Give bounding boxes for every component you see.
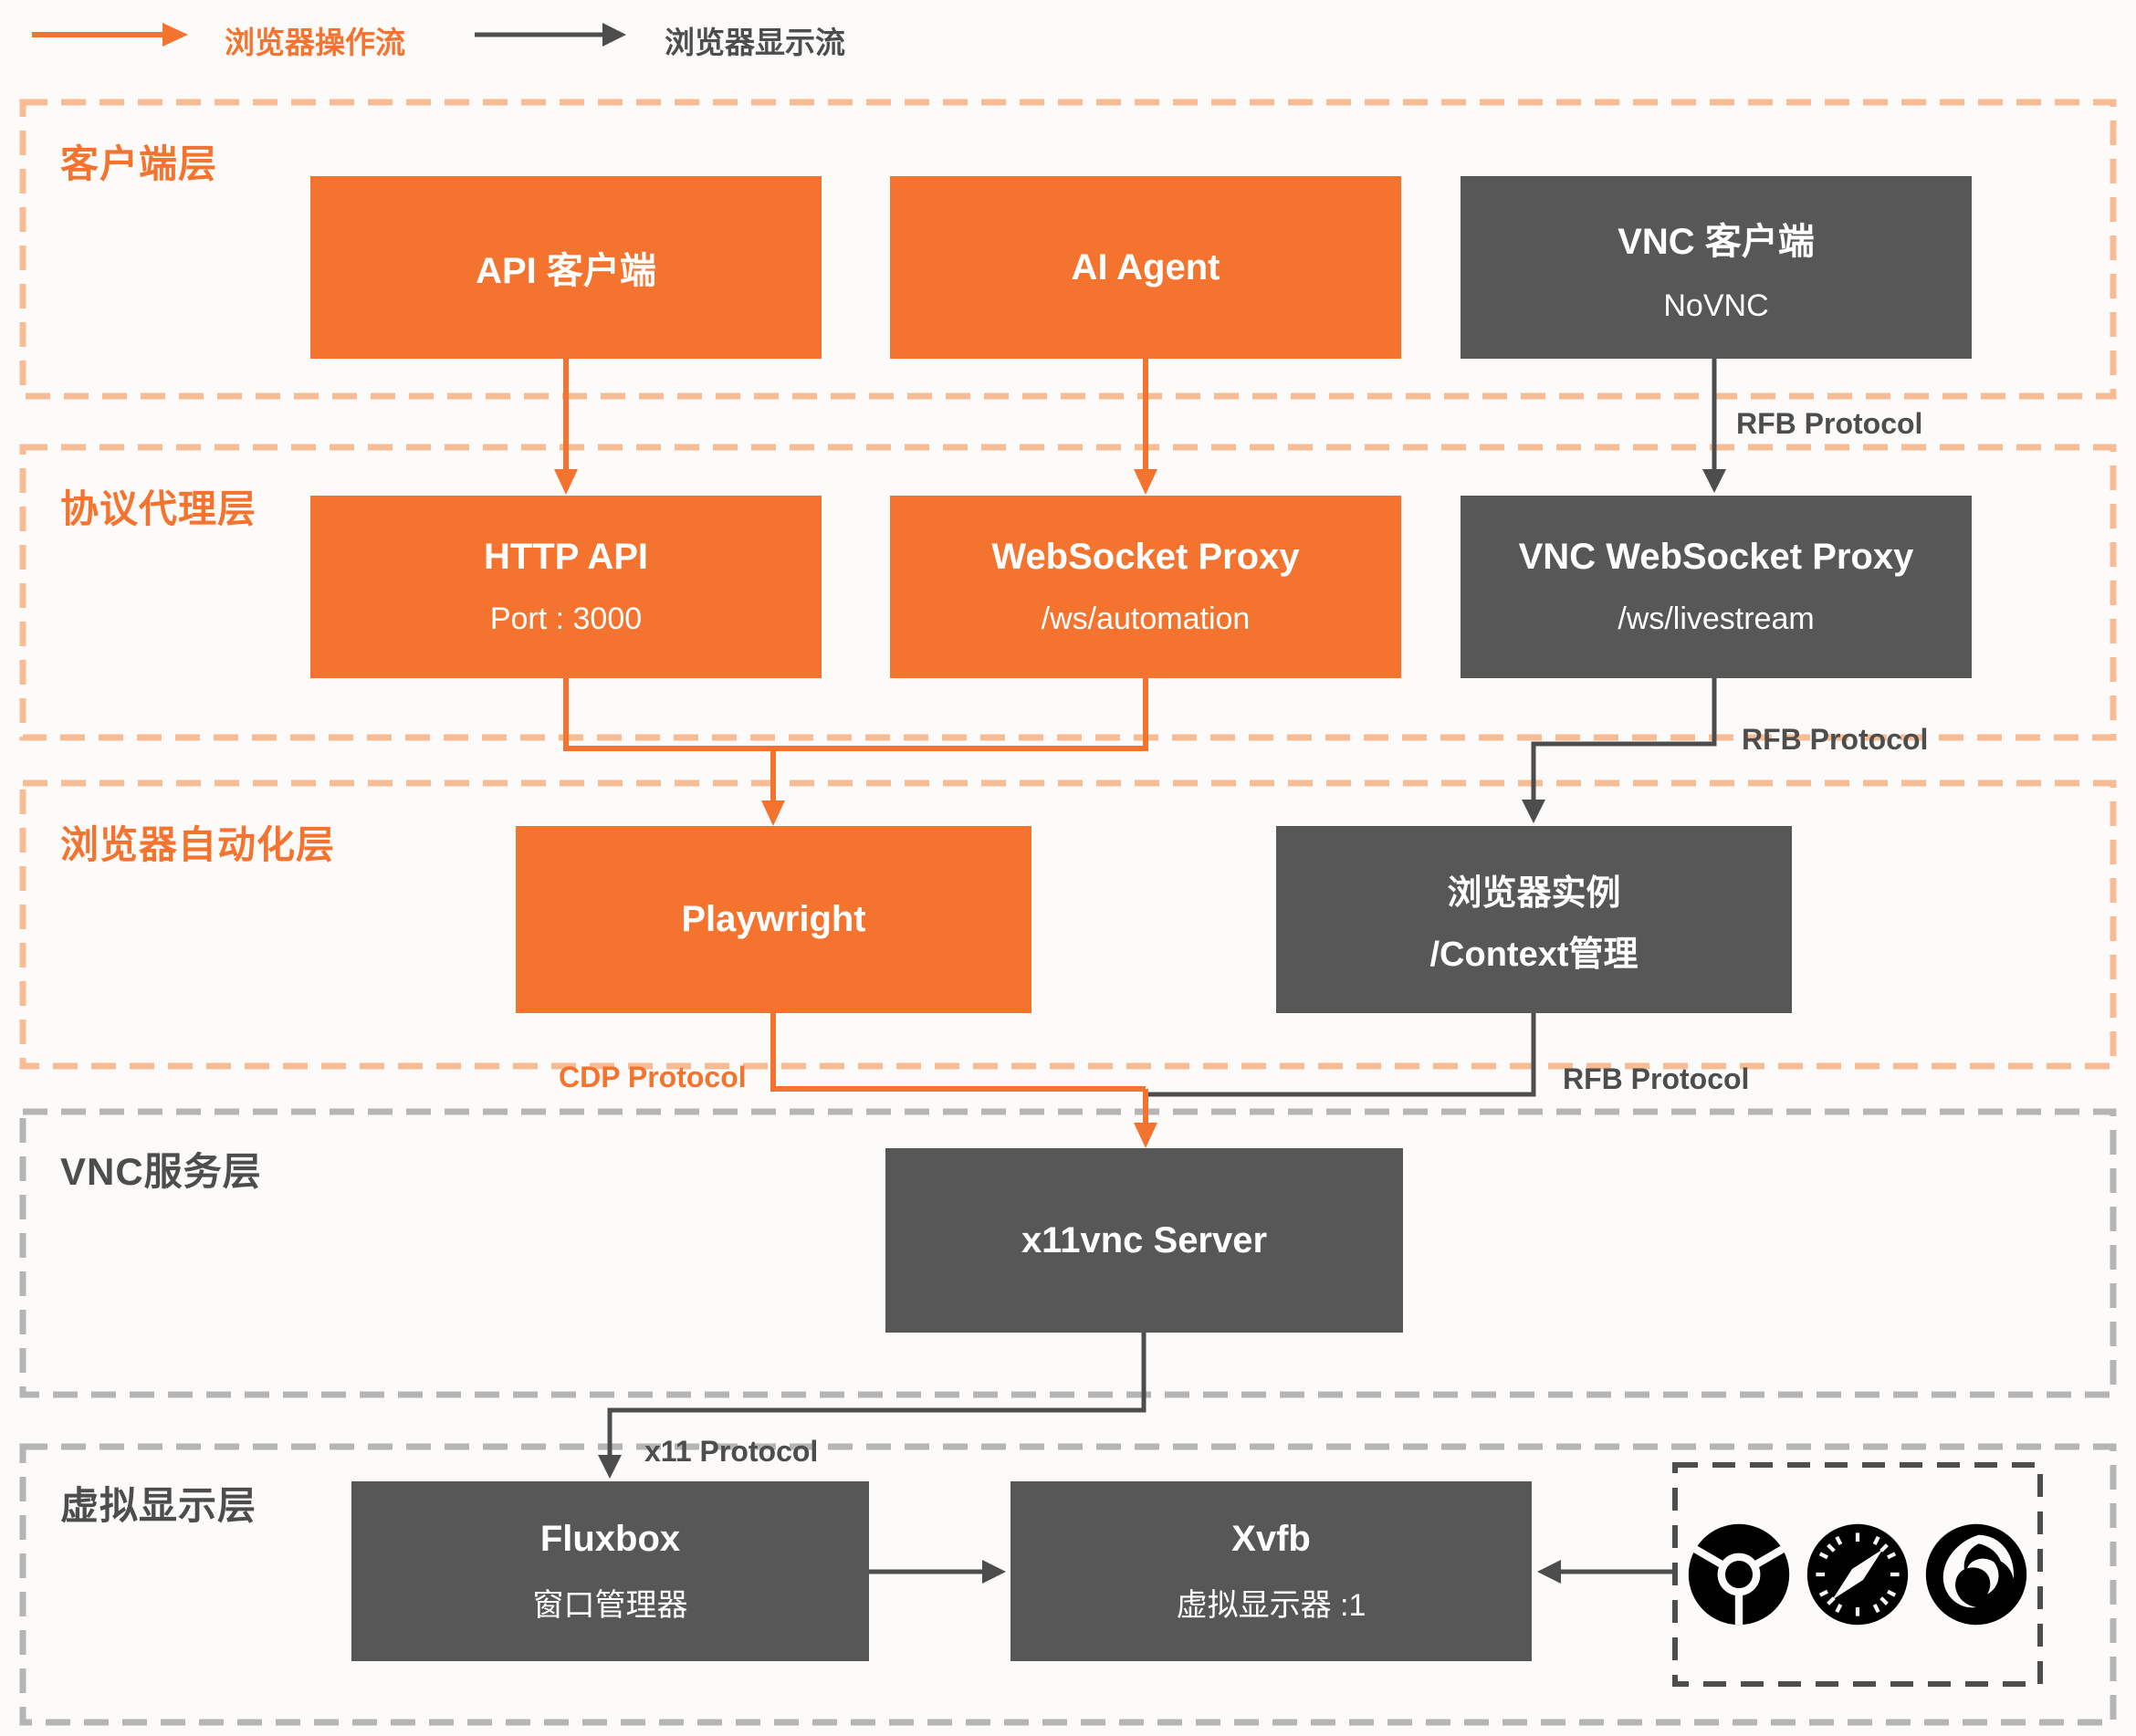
node-ai-agent: AI Agent [890, 176, 1401, 359]
browsers-box-border [1672, 1462, 2043, 1687]
node-title: AI Agent [1071, 246, 1220, 288]
node-subtitle: /ws/automation [1041, 601, 1251, 636]
node-title: x11vnc Server [1021, 1219, 1268, 1260]
node-playwright: Playwright [516, 826, 1031, 1013]
legend-operation-label: 浏览器操作流 [225, 26, 405, 59]
node-title: HTTP API [483, 537, 649, 577]
layer-display-border [19, 1443, 2117, 1726]
browsers-box [1680, 1469, 2036, 1679]
node-title: Fluxbox [539, 1518, 681, 1559]
node-websocket-proxy: WebSocket Proxy /ws/automation [890, 496, 1401, 678]
node-title: VNC WebSocket Proxy [1518, 537, 1914, 577]
node-subtitle: NoVNC [1663, 288, 1769, 323]
legend-display-label: 浏览器显示流 [665, 26, 845, 59]
node-vnc-websocket-proxy: VNC WebSocket Proxy /ws/livestream [1461, 496, 1972, 678]
rfb-protocol-label-context: RFB Protocol [1563, 1062, 1750, 1095]
layer-label-client: 客户端层 [60, 142, 218, 185]
layer-vnc-border [19, 1108, 2117, 1398]
node-title: Playwright [681, 899, 866, 939]
node-title: API 客户端 [476, 251, 656, 291]
node-fluxbox: Fluxbox 窗口管理器 [351, 1481, 869, 1661]
layer-label-display: 虚拟显示层 [60, 1484, 257, 1527]
cdp-protocol-label: CDP Protocol [559, 1061, 747, 1093]
rfb-protocol-label-client: RFB Protocol [1736, 407, 1923, 440]
node-x11vnc-server: x11vnc Server [885, 1148, 1403, 1333]
rfb-protocol-label-proxy: RFB Protocol [1742, 723, 1929, 756]
node-subtitle: /Context管理 [1429, 935, 1639, 974]
node-title: WebSocket Proxy [991, 537, 1300, 577]
layer-label-proxy: 协议代理层 [60, 487, 257, 530]
chrome-icon [1688, 1523, 1790, 1626]
flow-merge-bar [563, 678, 1148, 751]
flow-context-rfb [1148, 1013, 1536, 1097]
firefox-icon [1925, 1523, 2027, 1626]
node-subtitle: Port : 3000 [489, 601, 643, 636]
flow-x11vnc-to-fluxbox [598, 1333, 1147, 1479]
node-http-api: HTTP API Port : 3000 [310, 496, 822, 678]
flow-vncwsproxy-to-context [1522, 678, 1717, 823]
layer-client-border [19, 99, 2117, 400]
node-subtitle: 窗口管理器 [532, 1587, 688, 1623]
node-subtitle: 虚拟显示器 :1 [1176, 1587, 1366, 1623]
node-title: VNC 客户端 [1618, 221, 1815, 262]
node-xvfb: Xvfb 虚拟显示器 :1 [1010, 1481, 1532, 1661]
flow-playwright-cdp [770, 1013, 1146, 1092]
x11-protocol-label: x11 Protocol [644, 1435, 819, 1468]
layer-automation-border [19, 779, 2117, 1070]
node-title: Xvfb [1231, 1518, 1311, 1559]
layer-label-vnc: VNC服务层 [60, 1150, 262, 1193]
safari-icon [1806, 1523, 1909, 1626]
node-title: 浏览器实例 [1447, 873, 1621, 913]
node-subtitle: /ws/livestream [1618, 601, 1815, 636]
node-browser-context: 浏览器实例 /Context管理 [1276, 826, 1792, 1013]
layer-proxy-border [19, 444, 2117, 741]
layer-label-automation: 浏览器自动化层 [60, 823, 336, 866]
node-api-client: API 客户端 [310, 176, 822, 359]
node-vnc-client: VNC 客户端 NoVNC [1461, 176, 1972, 359]
